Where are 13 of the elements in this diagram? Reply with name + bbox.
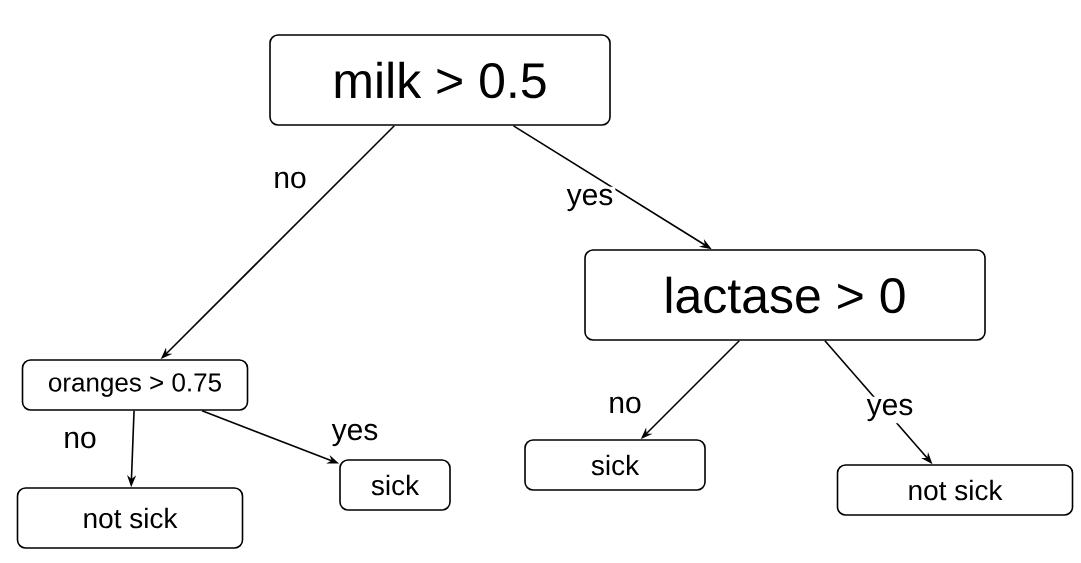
decision-box: not sick: [836, 464, 1074, 516]
edge-label: no: [271, 169, 309, 191]
decision-box: milk > 0.5: [269, 34, 611, 126]
decision-box: oranges > 0.75: [21, 359, 249, 411]
edge-label: yes: [864, 396, 916, 424]
edge-label: yes: [329, 421, 381, 449]
decision-box: sick: [339, 459, 451, 511]
edge-label: no: [606, 394, 644, 416]
decision-box: lactase > 0: [584, 249, 986, 341]
edge-label: yes: [564, 186, 616, 214]
edge-label: no: [61, 429, 99, 451]
decision-box: not sick: [16, 487, 244, 549]
decision-box: sick: [524, 439, 706, 491]
